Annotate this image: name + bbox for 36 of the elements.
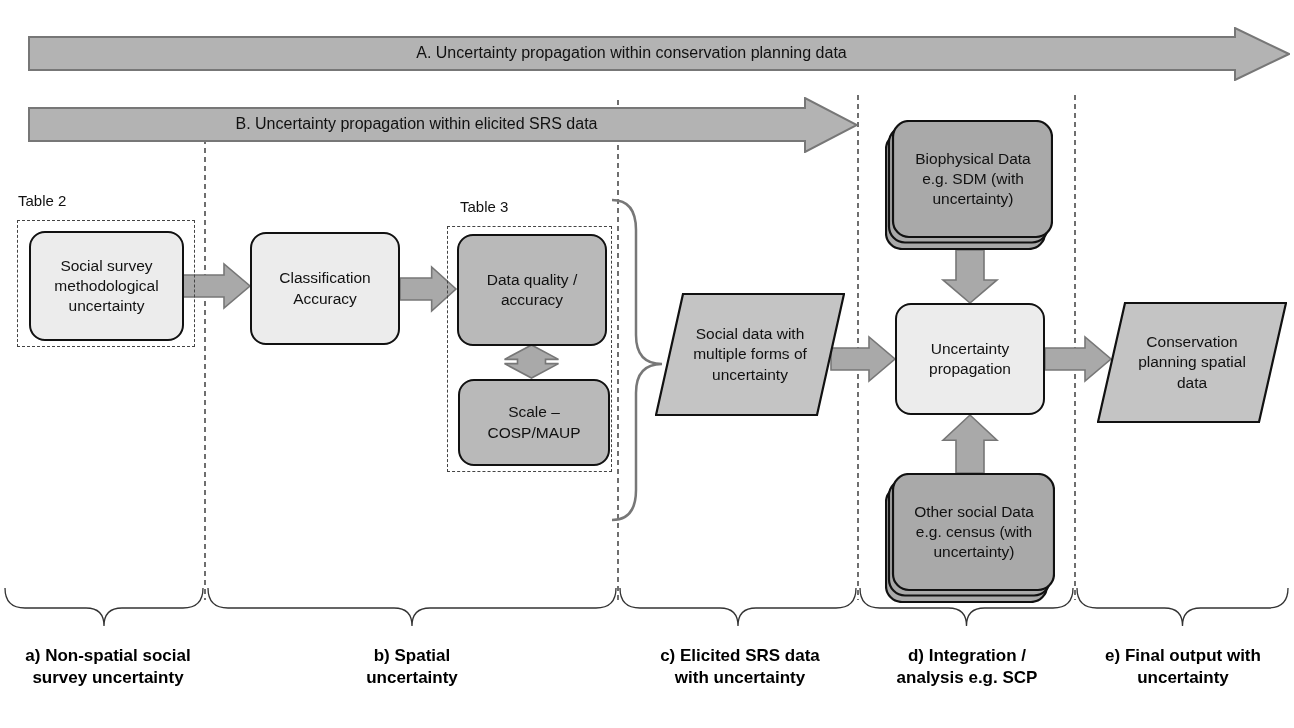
section-label: c) Elicited SRS data with uncertainty — [659, 645, 821, 690]
section-label: b) Spatial uncertainty — [365, 645, 459, 690]
block-arrow — [399, 265, 458, 313]
stacked-document-box — [885, 120, 1053, 250]
process-box — [29, 231, 184, 341]
stacked-document-box — [885, 473, 1055, 603]
block-arrow — [182, 262, 252, 310]
process-box — [457, 234, 607, 346]
phase-banner — [28, 27, 1290, 81]
process-box — [895, 303, 1045, 415]
section-label: e) Final output with uncertainty — [1104, 645, 1262, 690]
box-text: Classification Accuracy — [278, 268, 372, 309]
box-text: Other social Data e.g. census (with uncertainty) — [913, 501, 1035, 563]
process-box — [458, 379, 610, 466]
box-text: Uncertainty propagation — [928, 338, 1012, 379]
section-label: a) Non-spatial social survey uncertainty — [24, 645, 192, 690]
block-arrow — [503, 344, 560, 379]
box-text: Biophysical Data e.g. SDM (with uncertainty) — [914, 148, 1032, 210]
data-parallelogram — [655, 293, 845, 416]
data-parallelogram — [1097, 302, 1287, 423]
box-text: Conservation planning spatial data — [1137, 332, 1247, 393]
block-arrow — [830, 335, 897, 383]
process-box — [250, 232, 400, 345]
section-label: d) Integration / analysis e.g. SCP — [895, 645, 1039, 690]
box-text: Scale – COSP/MAUP — [486, 402, 582, 443]
table-reference: Table 3 — [460, 197, 509, 217]
block-arrow — [1044, 335, 1113, 383]
banner-text: B. Uncertainty propagation within elicited SRS data — [235, 114, 598, 134]
box-text: Social survey methodological uncertainty — [53, 255, 160, 317]
table-reference: Table 2 — [18, 191, 67, 211]
box-text: Social data with multiple forms of uncertainty — [692, 324, 808, 385]
box-text: Data quality / accuracy — [485, 269, 579, 310]
block-arrow — [940, 249, 1000, 305]
banner-text: A. Uncertainty propagation within conservation planning data — [416, 43, 847, 63]
phase-banner — [28, 97, 858, 153]
block-arrow — [940, 413, 1000, 474]
